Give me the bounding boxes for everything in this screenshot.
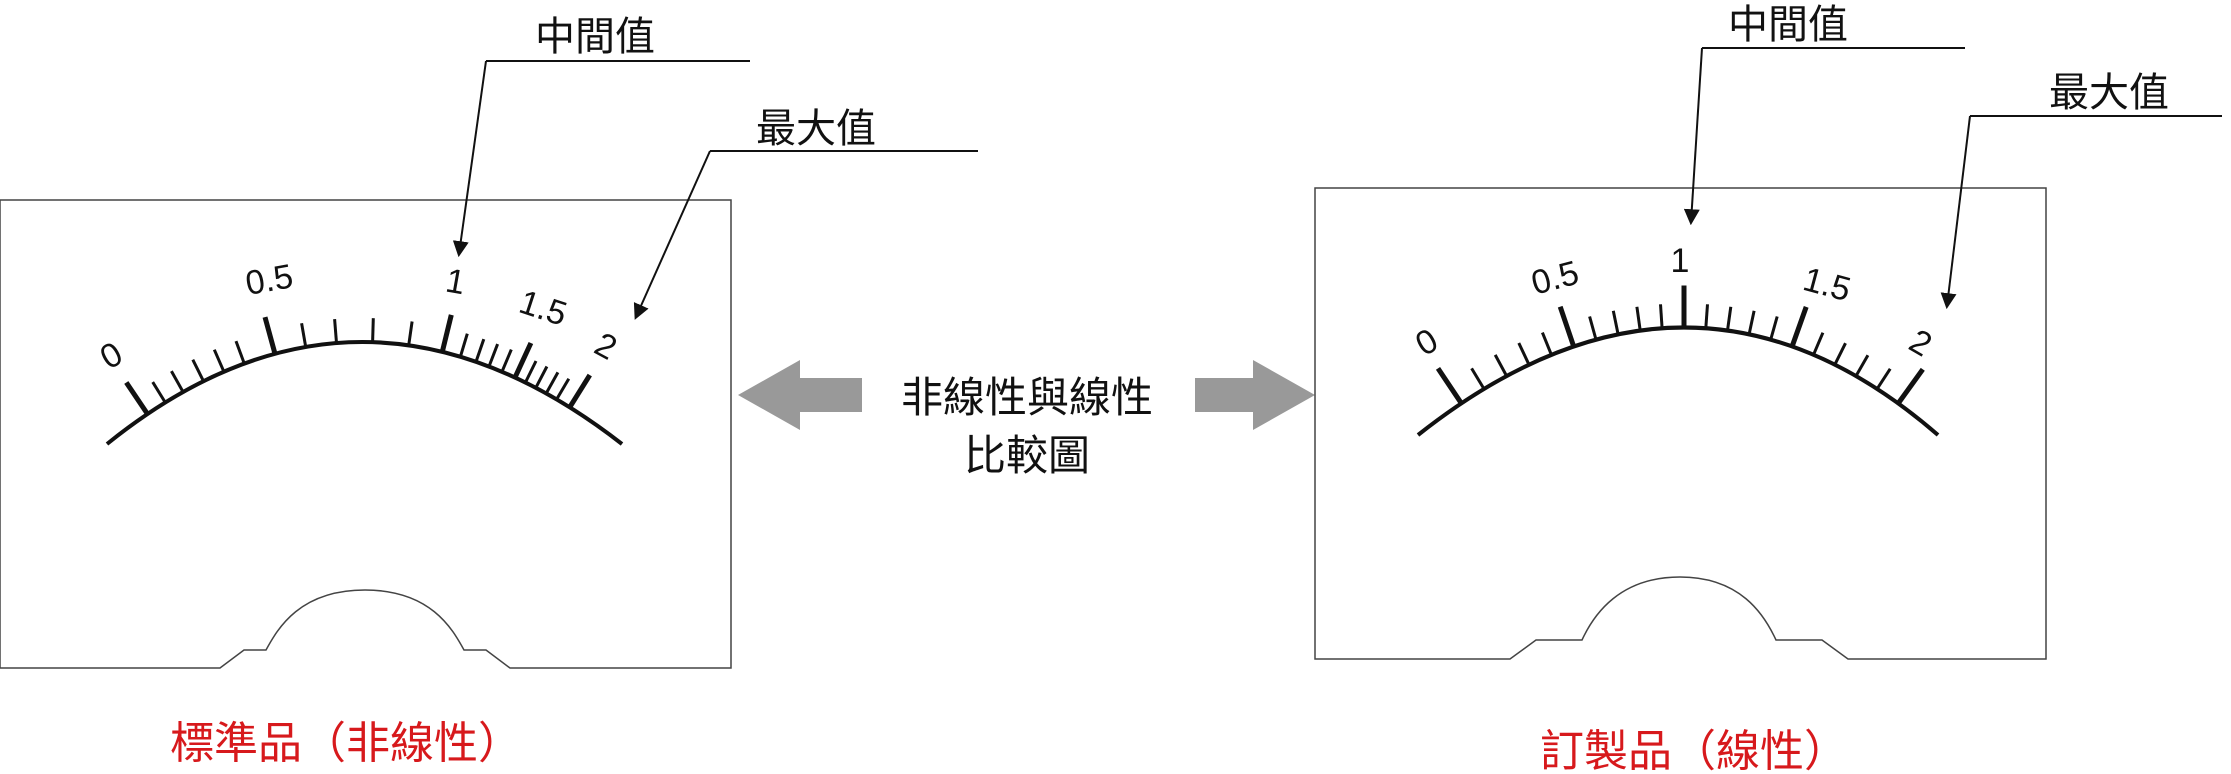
right-tick-13 — [1747, 310, 1756, 335]
left-meter-panel: 0 0.5 1 1.5 2 — [0, 199, 732, 669]
right-tick-17 — [1833, 342, 1847, 366]
comparison-title-line2: 比較圖 — [964, 431, 1090, 480]
right-tick-4 — [1541, 332, 1553, 356]
left-tick-5 — [234, 340, 246, 365]
left-tick-6 — [262, 316, 278, 355]
left-tick-8 — [333, 318, 338, 344]
right-meter-caption: 訂製品（線性） — [1540, 726, 1848, 774]
right-scale-label-1: 1 — [1671, 242, 1690, 280]
left-tick-16 — [512, 341, 534, 379]
right-scale-ticks — [1435, 285, 1925, 405]
left-tick-17 — [524, 360, 538, 384]
comparison-title-line1: 非線性與線性 — [901, 373, 1153, 422]
left-arrow-icon — [738, 360, 862, 430]
left-scale-ticks — [124, 314, 592, 416]
right-tick-9 — [1659, 304, 1664, 329]
right-mid-value-label: 中間值 — [1728, 2, 1848, 48]
left-tick-13 — [474, 338, 486, 363]
left-tick-18 — [534, 365, 549, 389]
left-tick-1 — [151, 381, 167, 404]
left-tick-4 — [212, 349, 226, 373]
left-meter-plate — [0, 199, 732, 669]
right-tick-6 — [1588, 316, 1598, 341]
right-arrow-icon — [1195, 360, 1315, 430]
right-tick-19 — [1875, 367, 1892, 390]
left-meter-caption: 標準品（非線性） — [170, 718, 522, 769]
left-tick-0 — [124, 381, 150, 416]
right-mid-callout: 中間值 — [1683, 2, 1965, 226]
right-tick-8 — [1635, 306, 1642, 331]
right-tick-1 — [1470, 367, 1486, 390]
left-tick-7 — [300, 323, 308, 348]
right-tick-15 — [1789, 306, 1809, 348]
left-tick-21 — [567, 373, 592, 409]
left-tick-3 — [191, 359, 205, 382]
left-mid-value-label: 中間值 — [535, 14, 655, 60]
left-tick-10 — [407, 321, 414, 346]
right-tick-14 — [1769, 316, 1779, 341]
right-tick-7 — [1611, 310, 1620, 335]
right-scale-arc — [1416, 325, 1940, 437]
right-tick-18 — [1854, 354, 1870, 377]
right-max-value-label: 最大值 — [2049, 70, 2169, 116]
right-tick-11 — [1704, 304, 1709, 329]
left-tick-15 — [500, 349, 513, 373]
left-mid-callout: 中間值 — [452, 14, 750, 258]
left-tick-11 — [439, 314, 454, 353]
right-meter-panel: 0 0.5 1 1.5 2 — [1314, 187, 2047, 660]
right-tick-0 — [1435, 367, 1464, 405]
left-tick-20 — [555, 377, 571, 401]
left-tick-14 — [487, 343, 500, 368]
left-max-value-label: 最大值 — [756, 106, 876, 152]
right-tick-2 — [1493, 354, 1508, 377]
left-max-callout: 最大值 — [633, 106, 978, 320]
left-scale-label-0-5: 0.5 — [243, 257, 296, 303]
left-tick-12 — [458, 333, 469, 358]
left-scale-arc — [105, 340, 624, 446]
right-meter-plate — [1314, 187, 2047, 660]
left-tick-9 — [371, 318, 375, 343]
right-tick-5 — [1557, 305, 1577, 348]
right-tick-3 — [1517, 342, 1531, 366]
left-tick-2 — [170, 370, 185, 393]
right-tick-20 — [1896, 367, 1925, 405]
right-tick-12 — [1726, 306, 1733, 331]
right-max-callout: 最大值 — [1940, 70, 2222, 310]
left-tick-19 — [544, 371, 560, 395]
right-tick-16 — [1812, 332, 1825, 356]
